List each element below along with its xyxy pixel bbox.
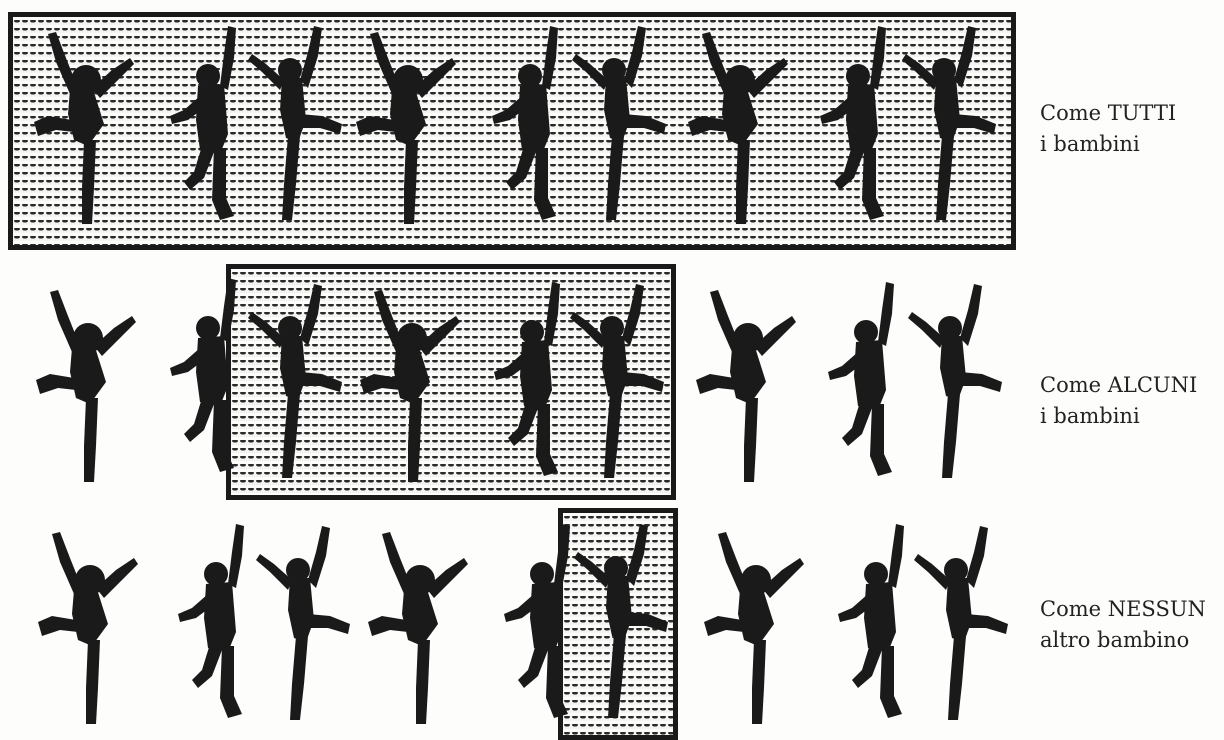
caption-line-2: i bambini <box>1040 401 1224 432</box>
dancing-child-icon <box>892 24 1010 224</box>
caption: Come ALCUNI i bambini <box>1040 370 1224 432</box>
dancing-child-icon <box>564 522 682 722</box>
row-tutti: Come TUTTI i bambini <box>0 0 1224 256</box>
dancing-child-icon <box>700 528 818 728</box>
caption-line-2: altro bambino <box>1040 625 1224 656</box>
dancing-child-icon <box>684 28 802 228</box>
caption-line-1: Come TUTTI <box>1040 98 1224 129</box>
caption: Come NESSUN altro bambino <box>1040 594 1224 656</box>
dancing-child-icon <box>32 286 150 486</box>
dancing-child-icon <box>238 282 356 482</box>
dancing-child-icon <box>352 28 470 228</box>
caption: Come TUTTI i bambini <box>1040 98 1224 160</box>
caption-line-1: Come NESSUN <box>1040 594 1224 625</box>
dancing-child-icon <box>692 286 810 486</box>
row-alcuni: Come ALCUNI i bambini <box>0 256 1224 506</box>
caption-line-2: i bambini <box>1040 129 1224 160</box>
caption-line-1: Come ALCUNI <box>1040 370 1224 401</box>
row-nessun: Come NESSUN altro bambino <box>0 506 1224 740</box>
dancing-child-icon <box>904 524 1022 724</box>
dancing-child-icon <box>356 286 474 486</box>
dancing-child-icon <box>34 528 152 728</box>
dancing-child-icon <box>238 24 356 224</box>
dancing-child-icon <box>898 282 1016 482</box>
dancing-child-icon <box>246 524 364 724</box>
dancing-child-icon <box>560 282 678 482</box>
dancing-child-icon <box>562 24 680 224</box>
dancing-child-icon <box>30 28 148 228</box>
dancing-child-icon <box>364 528 482 728</box>
